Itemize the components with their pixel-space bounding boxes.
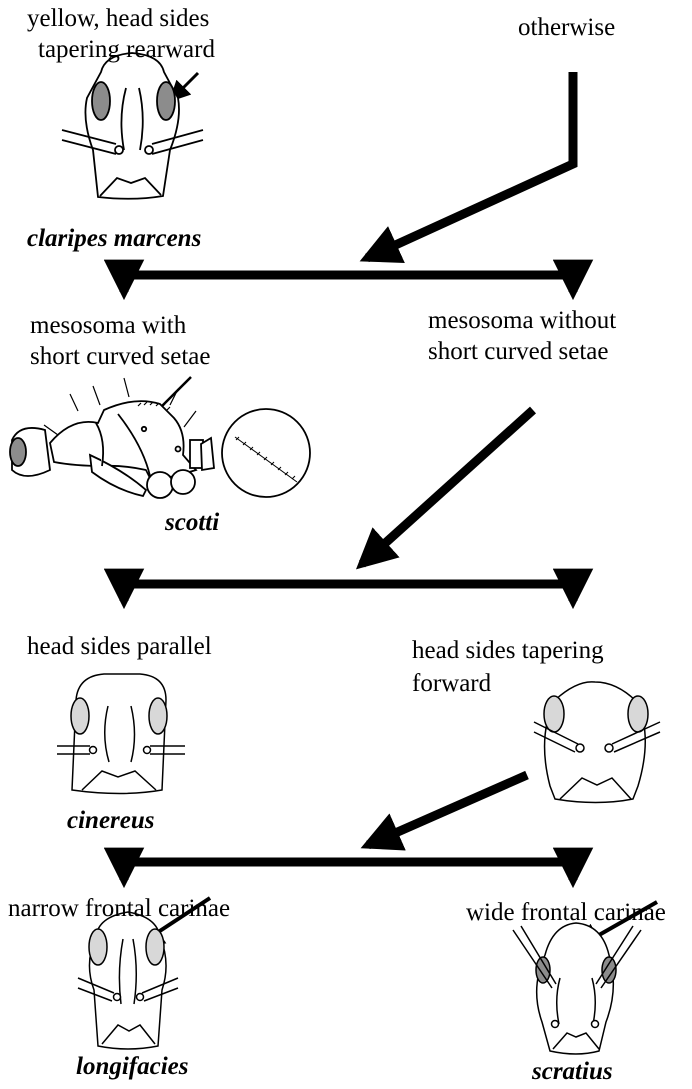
option-label-no-setae-line1: mesosoma without [428,306,616,336]
option-label-no-setae-line2: short curved setae [428,337,608,367]
species-name-scotti: scotti [165,508,219,538]
option-label-tapering-line1: head sides tapering [412,636,604,666]
head-illustration-scratius [513,923,641,1054]
option-label-head-parallel: head sides parallel [27,632,212,662]
option-label-otherwise: otherwise [518,13,615,43]
mesosoma-illustration-scotti [10,378,310,498]
head-illustration-cinereus [57,674,185,794]
bent-arrow-otherwise [367,72,573,258]
diagonal-arrow-2 [362,410,533,564]
head-illustration-longifacies [78,912,178,1049]
option-label-tapering-line2: forward [412,669,491,699]
diagonal-arrow-3 [368,775,527,845]
species-name-cinereus: cinereus [67,806,155,836]
option-label-yellow-line2: tapering rearward [38,35,215,65]
option-label-wide-carinae: wide frontal carinae [466,898,666,928]
species-name-longifacies: longifacies [76,1052,189,1082]
option-label-setae-line2: short curved setae [30,342,210,372]
head-illustration-tapering-forward [534,682,660,803]
species-name-claripes-marcens: claripes marcens [27,224,201,254]
head-illustration-claripes [62,53,203,199]
option-label-narrow-carinae: narrow frontal carinae [8,894,230,924]
species-name-scratius: scratius [532,1057,613,1087]
option-label-setae-line1: mesosoma with [30,311,186,341]
option-label-yellow-line1: yellow, head sides [27,4,209,34]
